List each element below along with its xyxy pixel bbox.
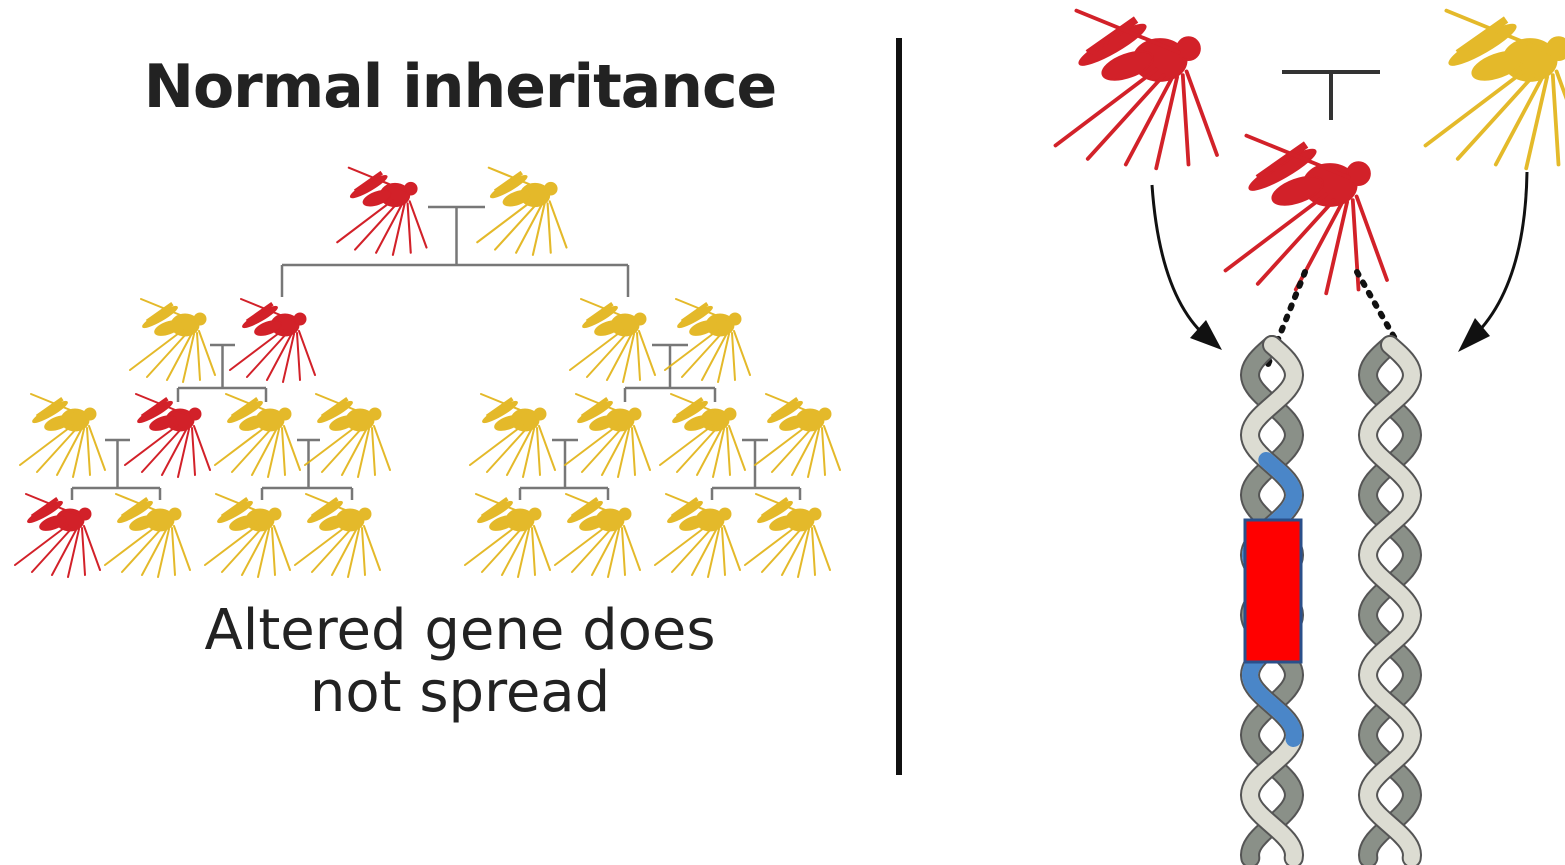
- mosquito-normal: [130, 299, 215, 382]
- mosquito-normal: [20, 394, 105, 477]
- arrow-left: [1152, 185, 1210, 340]
- arrow-right: [1470, 172, 1527, 340]
- mosquito-normal: [470, 394, 555, 477]
- mosquito-altered: [125, 394, 210, 477]
- chromosome-normal: [1368, 345, 1412, 858]
- mosquito-normal: [660, 394, 745, 477]
- mosquito-normal: [305, 394, 390, 477]
- mosquito-normal: [755, 394, 840, 477]
- mosquito-normal: [465, 494, 550, 577]
- mosquito-normal: [477, 168, 566, 255]
- mosquito-normal: [105, 494, 190, 577]
- mosquito-altered: [230, 299, 315, 382]
- mosquito-normal: [665, 299, 750, 382]
- gene-drive-insert: [1245, 520, 1301, 662]
- mosquito-altered: [15, 494, 100, 577]
- mosquito-normal: [295, 494, 380, 577]
- parent-mosquito-altered: [1056, 11, 1218, 169]
- mosquito-normal: [205, 494, 290, 577]
- gene-drive-panel: [1056, 11, 1565, 858]
- mosquito-normal: [215, 394, 300, 477]
- mosquito-normal: [570, 299, 655, 382]
- mosquito-altered: [337, 168, 426, 255]
- mosquito-normal: [565, 394, 650, 477]
- pedigree-mosquitoes: [15, 168, 840, 577]
- mosquito-normal: [655, 494, 740, 577]
- mosquito-normal: [745, 494, 830, 577]
- mosquito-normal: [555, 494, 640, 577]
- parent-mosquito-normal: [1426, 11, 1565, 169]
